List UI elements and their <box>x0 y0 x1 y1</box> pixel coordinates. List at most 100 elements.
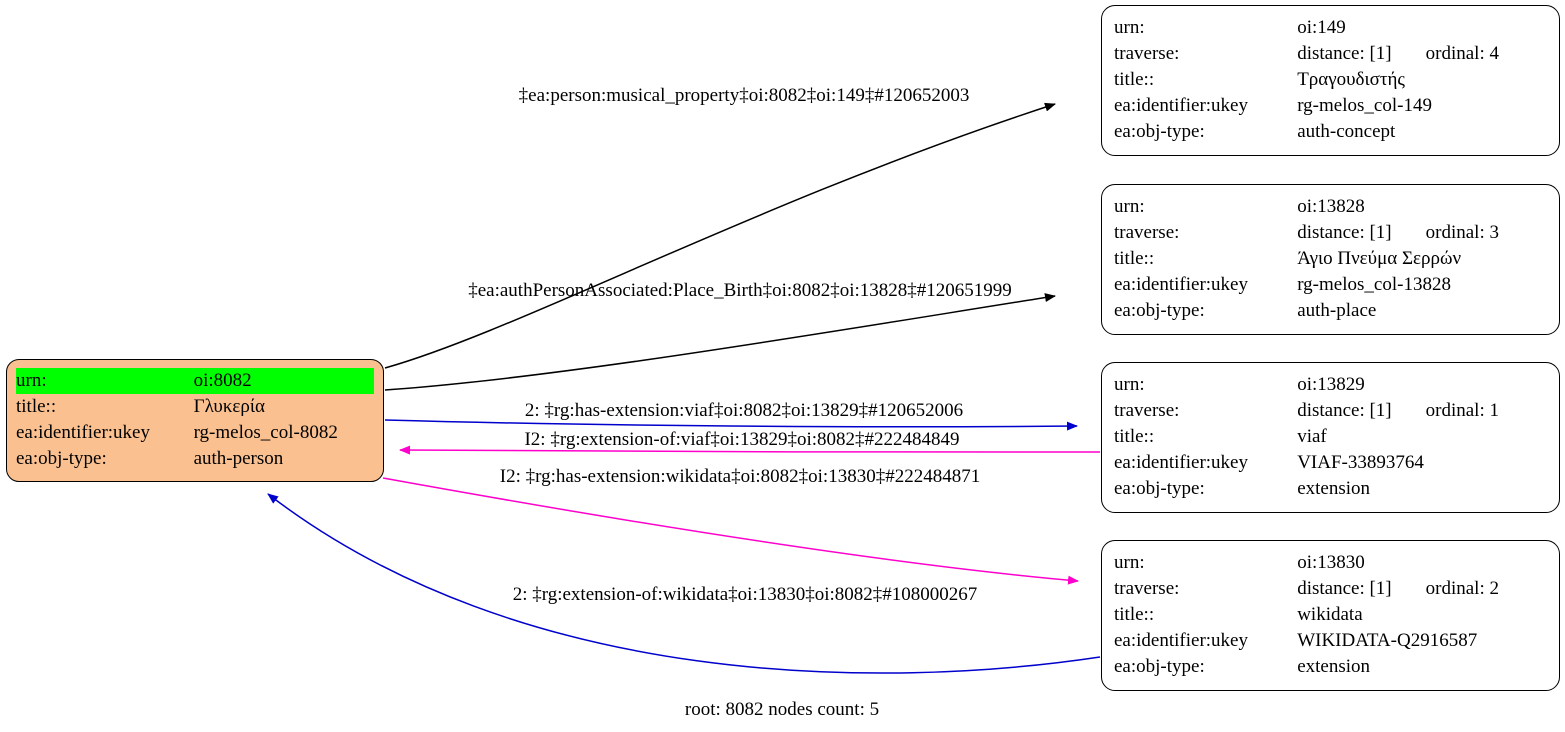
root-row-3-key: ea:obj-type: <box>16 448 107 469</box>
oi13830-row-1-value: distance: [1] ordinal: 2 <box>1297 576 1547 602</box>
table-row: title:: wikidata <box>1114 602 1547 628</box>
table-row: urn: oi:8082 <box>16 368 374 394</box>
root-row-0-key: urn: <box>16 368 194 394</box>
edge-path-has-extension-viaf <box>384 419 1078 431</box>
oi13828-row-3-value: rg-melos_col-13828 <box>1297 274 1451 295</box>
oi13829-row-2-value: viaf <box>1297 426 1327 447</box>
table-row: traverse: distance: [1] ordinal: 1 <box>1114 398 1547 424</box>
table-row: ea:obj-type: extension <box>1114 654 1547 680</box>
edge-path-extension-of-wikidata <box>267 493 1101 674</box>
oi13829-row-0-key: urn: <box>1114 374 1145 395</box>
oi149-row-3-value: rg-melos_col-149 <box>1297 95 1432 116</box>
root-node-table: urn: oi:8082 title:: Γλυκερία ea:identif… <box>16 368 374 472</box>
distance-text: distance: [1] <box>1297 578 1392 599</box>
oi13828-row-2-value: Άγιο Πνεύμα Σερρών <box>1297 248 1462 269</box>
oi13828-row-0-key: urn: <box>1114 196 1145 217</box>
table-row: ea:identifier:ukey rg-melos_col-8082 <box>16 420 374 446</box>
oi13829-row-3-value: VIAF-33893764 <box>1297 452 1424 473</box>
distance-text: distance: [1] <box>1297 400 1392 421</box>
table-row: urn: oi:149 <box>1114 15 1547 41</box>
oi13828-row-1-key: traverse: <box>1114 222 1180 243</box>
oi13829-row-0-value: oi:13829 <box>1297 374 1365 395</box>
node-oi13829[interactable]: urn: oi:13829 traverse: distance: [1] ord… <box>1101 362 1560 513</box>
node-oi13830[interactable]: urn: oi:13830 traverse: distance: [1] ord… <box>1101 540 1560 691</box>
node-oi13828[interactable]: urn: oi:13828 traverse: distance: [1] ord… <box>1101 184 1560 335</box>
edge-path-place-birth <box>384 293 1056 391</box>
table-row: title:: Τραγουδιστής <box>1114 67 1547 93</box>
oi13830-row-1-key: traverse: <box>1114 578 1180 599</box>
oi13830-row-0-key: urn: <box>1114 552 1145 573</box>
edge-label-has-extension-viaf: 2: ‡rg:has-extension:viaf‡oi:8082‡oi:138… <box>524 400 964 421</box>
oi149-row-0-value: oi:149 <box>1297 17 1346 38</box>
oi13830-row-4-value: extension <box>1297 656 1371 677</box>
oi13830-row-2-value: wikidata <box>1297 604 1363 625</box>
node-oi13829-table: urn: oi:13829 traverse: distance: [1] ord… <box>1114 372 1547 502</box>
ordinal-text: ordinal: 4 <box>1425 43 1499 64</box>
root-row-2-key: ea:identifier:ukey <box>16 422 150 443</box>
edge-label-musical-property: ‡ea:person:musical_property‡oi:8082‡oi:1… <box>518 85 970 106</box>
oi13830-row-3-key: ea:identifier:ukey <box>1114 630 1248 651</box>
oi13829-row-2-key: title:: <box>1114 426 1155 447</box>
root-row-1-value: Γλυκερία <box>193 396 265 417</box>
ordinal-text: ordinal: 3 <box>1425 222 1499 243</box>
oi13829-row-4-value: extension <box>1297 478 1371 499</box>
table-row: traverse: distance: [1] ordinal: 3 <box>1114 220 1547 246</box>
edge-path-extension-of-viaf <box>399 445 1101 455</box>
oi13829-row-3-key: ea:identifier:ukey <box>1114 452 1248 473</box>
distance-text: distance: [1] <box>1297 222 1392 243</box>
oi13828-row-2-key: title:: <box>1114 248 1155 269</box>
oi149-row-1-value: distance: [1]ordinal: 4 <box>1297 41 1547 67</box>
oi13828-row-4-key: ea:obj-type: <box>1114 300 1205 321</box>
root-row-3-value: auth-person <box>193 448 284 469</box>
oi13830-row-3-value: WIKIDATA-Q2916587 <box>1297 630 1478 651</box>
table-row: ea:obj-type: auth-concept <box>1114 119 1547 145</box>
table-row: title:: Άγιο Πνεύμα Σερρών <box>1114 246 1547 272</box>
table-row: ea:identifier:ukey rg-melos_col-13828 <box>1114 272 1547 298</box>
oi13829-row-1-key: traverse: <box>1114 400 1180 421</box>
oi13830-row-0-value: oi:13830 <box>1297 552 1365 573</box>
table-row: ea:obj-type: auth-person <box>16 446 374 472</box>
node-root-oi8082[interactable]: urn: oi:8082 title:: Γλυκερία ea:identif… <box>6 359 384 482</box>
table-row: urn: oi:13830 <box>1114 550 1547 576</box>
edge-label-place-birth: ‡ea:authPersonAssociated:Place_Birth‡oi:… <box>468 280 1012 301</box>
table-row: ea:identifier:ukey rg-melos_col-149 <box>1114 93 1547 119</box>
edge-label-extension-of-wikidata: 2: ‡rg:extension-of:wikidata‡oi:13830‡oi… <box>512 584 978 605</box>
oi13830-row-4-key: ea:obj-type: <box>1114 656 1205 677</box>
node-oi13830-table: urn: oi:13830 traverse: distance: [1] ord… <box>1114 550 1547 680</box>
ordinal-text: ordinal: 1 <box>1425 400 1499 421</box>
oi13829-row-4-key: ea:obj-type: <box>1114 478 1205 499</box>
oi13829-row-1-value: distance: [1] ordinal: 1 <box>1297 398 1547 424</box>
oi13828-row-0-value: oi:13828 <box>1297 196 1365 217</box>
root-row-1-key: title:: <box>16 396 57 417</box>
ordinal-text: ordinal: 2 <box>1425 578 1499 599</box>
table-row: traverse: distance: [1] ordinal: 2 <box>1114 576 1547 602</box>
table-row: title:: Γλυκερία <box>16 394 374 420</box>
oi149-row-4-key: ea:obj-type: <box>1114 121 1205 142</box>
oi13830-row-2-key: title:: <box>1114 604 1155 625</box>
table-row: ea:obj-type: extension <box>1114 476 1547 502</box>
oi149-row-2-value: Τραγουδιστής <box>1297 69 1405 90</box>
table-row: ea:obj-type: auth-place <box>1114 298 1547 324</box>
table-row: urn: oi:13829 <box>1114 372 1547 398</box>
table-row: title:: viaf <box>1114 424 1547 450</box>
node-oi149[interactable]: urn: oi:149 traverse: distance: [1]ordin… <box>1101 5 1560 156</box>
root-row-2-value: rg-melos_col-8082 <box>193 422 338 443</box>
table-row: ea:identifier:ukey WIKIDATA-Q2916587 <box>1114 628 1547 654</box>
oi149-row-1-key: traverse: <box>1114 43 1180 64</box>
edge-path-musical-property <box>384 102 1056 369</box>
oi149-row-3-key: ea:identifier:ukey <box>1114 95 1248 116</box>
oi13828-row-3-key: ea:identifier:ukey <box>1114 274 1248 295</box>
oi13828-row-4-value: auth-place <box>1297 300 1377 321</box>
oi149-row-2-key: title:: <box>1114 69 1155 90</box>
oi13828-row-1-value: distance: [1] ordinal: 3 <box>1297 220 1547 246</box>
table-row: ea:identifier:ukey VIAF-33893764 <box>1114 450 1547 476</box>
node-oi149-table: urn: oi:149 traverse: distance: [1]ordin… <box>1114 15 1547 145</box>
edge-label-extension-of-viaf: I2: ‡rg:extension-of:viaf‡oi:13829‡oi:80… <box>524 429 960 450</box>
root-row-0-value: oi:8082 <box>193 368 374 394</box>
table-row: traverse: distance: [1]ordinal: 4 <box>1114 41 1547 67</box>
table-row: urn: oi:13828 <box>1114 194 1547 220</box>
graph-footer-summary: root: 8082 nodes count: 5 <box>684 699 880 720</box>
oi149-row-0-key: urn: <box>1114 17 1145 38</box>
